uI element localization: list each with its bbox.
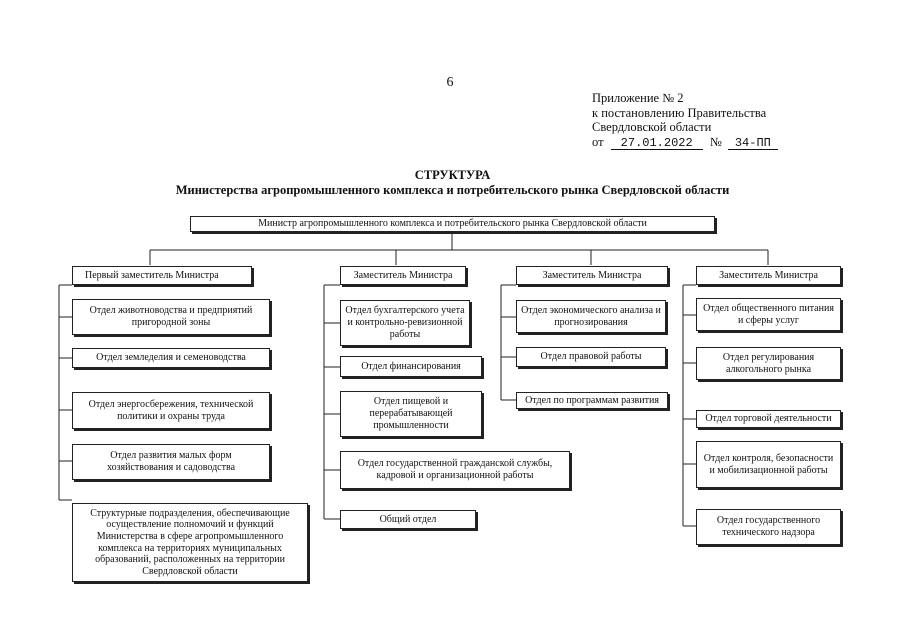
minister-box: Министр агропромышленного комплекса и по… (190, 216, 715, 232)
appendix-line-2: к постановлению Правительства (592, 105, 767, 120)
column-3-dept-3: Отдел по программам развития (516, 392, 668, 409)
column-1-dept-5: Структурные подразделения, обеспечивающи… (72, 503, 308, 582)
column-2-dept-4: Отдел государственной гражданской службы… (340, 451, 570, 489)
appendix-line-1: Приложение № 2 (592, 91, 684, 105)
column-1-dept-4: Отдел развития малых форм хозяйствования… (72, 444, 270, 480)
document-heading: СТРУКТУРА (414, 168, 491, 182)
column-1-dept-2: Отдел земледелия и семеноводства (72, 348, 270, 368)
appendix-date: 27.01.2022 (610, 137, 703, 150)
column-4-dept-4: Отдел контроля, безопасности и мобилизац… (696, 441, 841, 488)
column-4-dept-2: Отдел регулирования алкогольного рынка (696, 347, 841, 380)
column-2-head: Заместитель Министра (340, 266, 466, 285)
column-4-dept-3: Отдел торговой деятельности (696, 410, 841, 428)
appendix-block: Приложение № 2 к постановлению Правитель… (592, 91, 778, 150)
appendix-number: 34-ПП (727, 137, 778, 150)
column-1-head: Первый заместитель Министра (72, 266, 252, 285)
column-1-dept-1: Отдел животноводства и предприятий приго… (72, 299, 270, 335)
column-2-dept-5: Общий отдел (340, 510, 476, 529)
column-4-head: Заместитель Министра (696, 266, 841, 285)
column-2-dept-2: Отдел финансирования (340, 356, 482, 377)
appendix-date-row: от 27.01.2022 № 34-ПП (592, 135, 778, 150)
column-3-head: Заместитель Министра (516, 266, 668, 285)
column-4-dept-1: Отдел общественного питания и сферы услу… (696, 298, 841, 331)
appendix-number-label: № (709, 134, 722, 149)
page-number: 6 (446, 75, 454, 90)
column-1-dept-3: Отдел энергосбережения, технической поли… (72, 392, 270, 429)
appendix-from-label: от (592, 134, 604, 149)
column-3-dept-2: Отдел правовой работы (516, 347, 666, 367)
column-2-dept-1: Отдел бухгалтерского учета и контрольно-… (340, 300, 470, 346)
document-subtitle: Министерства агропромышленного комплекса… (175, 183, 730, 197)
column-2-dept-3: Отдел пищевой и перерабатывающей промышл… (340, 391, 482, 437)
appendix-line-3: Свердловской области (592, 120, 712, 134)
column-3-dept-1: Отдел экономического анализа и прогнозир… (516, 300, 666, 333)
column-4-dept-5: Отдел государственного технического надз… (696, 509, 841, 545)
